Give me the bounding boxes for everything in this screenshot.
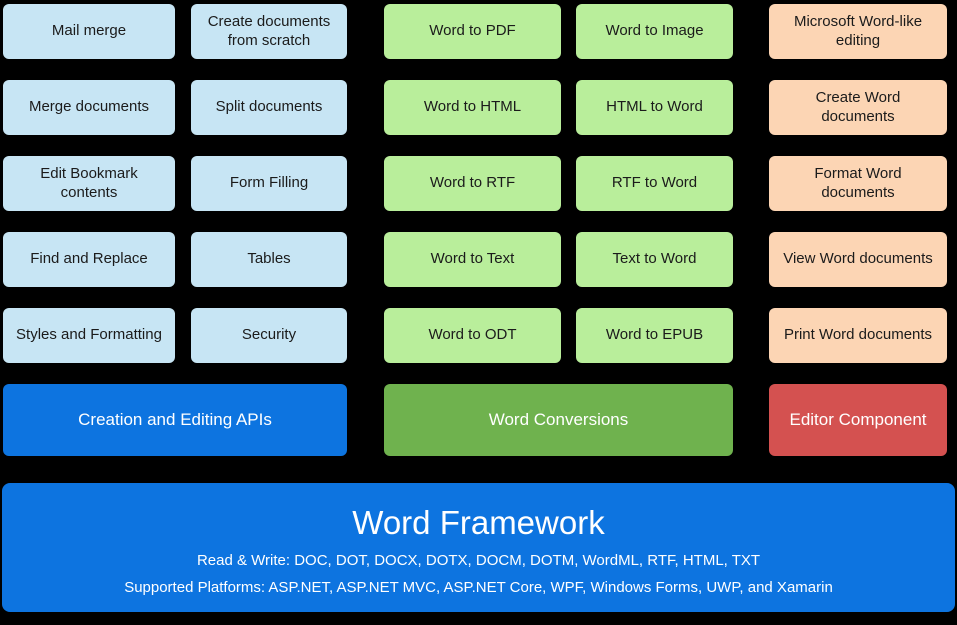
feature-box-word-to-epub: Word to EPUB xyxy=(576,308,733,363)
feature-box-edit-bookmark-contents: Edit Bookmark contents xyxy=(3,156,175,211)
feature-box-create-documents-from-scratch: Create documents from scratch xyxy=(191,4,347,59)
feature-box-word-to-pdf: Word to PDF xyxy=(384,4,561,59)
feature-box-word-to-odt: Word to ODT xyxy=(384,308,561,363)
feature-box-mail-merge: Mail merge xyxy=(3,4,175,59)
feature-box-word-to-text: Word to Text xyxy=(384,232,561,287)
feature-box-print-word-documents: Print Word documents xyxy=(769,308,947,363)
feature-row-2: Merge documents Split documents Word to … xyxy=(0,80,957,135)
feature-box-word-to-image: Word to Image xyxy=(576,4,733,59)
feature-box-format-word-documents: Format Word documents xyxy=(769,156,947,211)
feature-box-styles-and-formatting: Styles and Formatting xyxy=(3,308,175,363)
category-creation-and-editing-apis: Creation and Editing APIs xyxy=(3,384,347,456)
word-framework-banner: Word Framework Read & Write: DOC, DOT, D… xyxy=(2,483,955,612)
category-word-conversions: Word Conversions xyxy=(384,384,733,456)
feature-box-word-like-editing: Microsoft Word-like editing xyxy=(769,4,947,59)
feature-box-html-to-word: HTML to Word xyxy=(576,80,733,135)
feature-box-word-to-rtf: Word to RTF xyxy=(384,156,561,211)
feature-box-split-documents: Split documents xyxy=(191,80,347,135)
banner-formats-line: Read & Write: DOC, DOT, DOCX, DOTX, DOCM… xyxy=(196,551,761,569)
feature-row-1: Mail merge Create documents from scratch… xyxy=(0,4,957,59)
feature-row-4: Find and Replace Tables Word to Text Tex… xyxy=(0,232,957,287)
feature-box-view-word-documents: View Word documents xyxy=(769,232,947,287)
feature-box-word-to-html: Word to HTML xyxy=(384,80,561,135)
feature-row-5: Styles and Formatting Security Word to O… xyxy=(0,308,957,363)
feature-box-tables: Tables xyxy=(191,232,347,287)
feature-box-security: Security xyxy=(191,308,347,363)
category-editor-component: Editor Component xyxy=(769,384,947,456)
feature-box-create-word-documents: Create Word documents xyxy=(769,80,947,135)
banner-platforms-line: Supported Platforms: ASP.NET, ASP.NET MV… xyxy=(124,579,833,597)
feature-box-text-to-word: Text to Word xyxy=(576,232,733,287)
category-footer-row: Creation and Editing APIs Word Conversio… xyxy=(0,384,957,456)
banner-title: Word Framework xyxy=(352,504,605,541)
feature-row-3: Edit Bookmark contents Form Filling Word… xyxy=(0,156,957,211)
feature-box-find-and-replace: Find and Replace xyxy=(3,232,175,287)
feature-box-rtf-to-word: RTF to Word xyxy=(576,156,733,211)
feature-box-merge-documents: Merge documents xyxy=(3,80,175,135)
feature-box-form-filling: Form Filling xyxy=(191,156,347,211)
